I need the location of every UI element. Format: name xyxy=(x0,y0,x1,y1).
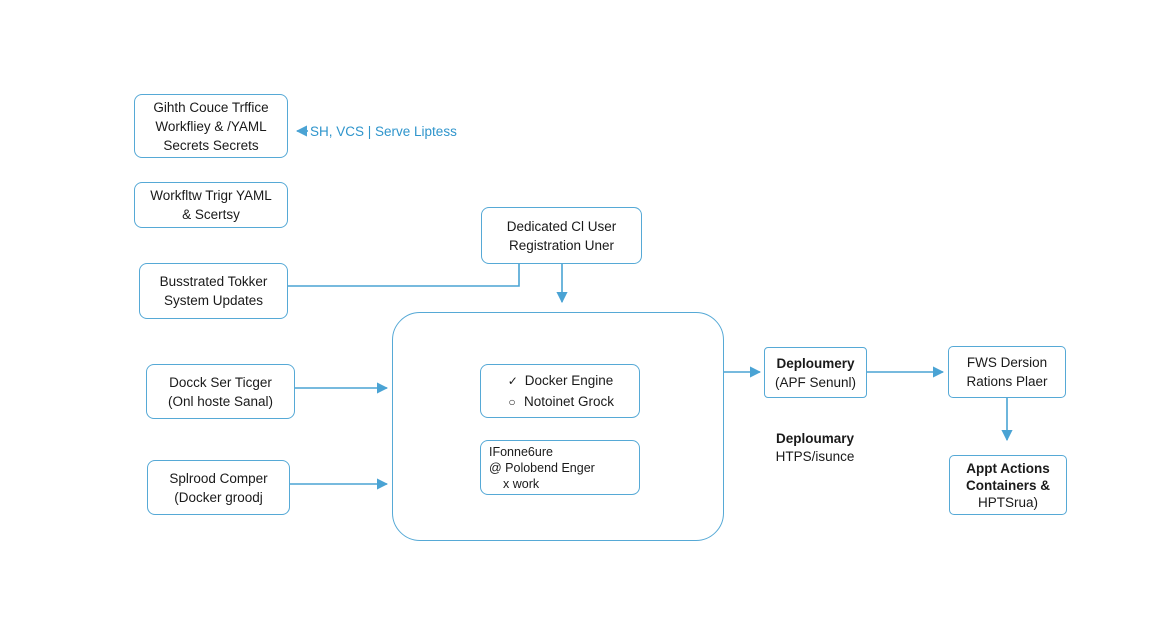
check-circle-icon: ✓ xyxy=(507,373,518,388)
fws-version-line-1: FWS Dersion xyxy=(966,355,1048,370)
docker-engine-text: Docker Engine xyxy=(524,373,614,388)
docker-engine-row: ✓ Docker Engine xyxy=(507,371,614,390)
docker-trigger-line-2: (Onl hoste Sanal) xyxy=(167,393,274,409)
fws-version-line-2: Rations Plaer xyxy=(966,374,1048,389)
frontend-line-2: @ Polobend Enger xyxy=(489,460,595,475)
docker-trigger-box[interactable]: Docck Ser Ticger (Onl hoste Sanal) xyxy=(146,364,295,419)
app-actions-line-1: Appt Actions xyxy=(966,460,1050,476)
splood-composer-box[interactable]: Splrood Comper (Docker groodj xyxy=(147,460,290,515)
app-actions-line-2: Containers & xyxy=(965,477,1050,493)
ci-user-line-2: Registration Uner xyxy=(508,237,615,253)
deployment-server-line-1: Deploumery xyxy=(776,355,855,371)
connector-bustrated-to-ci-user xyxy=(288,263,520,287)
bustrated-toker-line-1: Busstrated Tokker xyxy=(159,274,268,289)
bustrated-toker-line-2: System Updates xyxy=(163,293,264,308)
frontend-card[interactable]: IFonne6ure @ Polobend Enger x work xyxy=(480,440,640,495)
deployment-https-label: Deploumary HTPS/isunce xyxy=(768,430,862,466)
circle-icon: ○ xyxy=(508,394,516,409)
frontend-line-1: IFonne6ure xyxy=(489,444,553,459)
docker-host-container xyxy=(392,312,724,541)
app-actions-box[interactable]: Appt Actions Containers & HPTSrua) xyxy=(949,455,1067,515)
fws-version-box[interactable]: FWS Dersion Rations Plaer xyxy=(948,346,1066,398)
network-text: Notoinet Grock xyxy=(523,394,615,409)
github-source-box[interactable]: Gihth Couce Trffice Workfliey & /YAML Se… xyxy=(134,94,288,158)
frontend-line-3: x work xyxy=(503,476,540,491)
bustrated-toker-box[interactable]: Busstrated Tokker System Updates xyxy=(139,263,288,319)
workflow-trigger-line-1: Workfltw Trigr YAML xyxy=(150,188,272,203)
ci-user-line-1: Dedicated Cl User xyxy=(506,218,617,234)
deployment-https-title: Deploumary xyxy=(775,431,855,446)
workflow-trigger-line-2: & Scertsy xyxy=(182,207,240,222)
docker-trigger-line-1: Docck Ser Ticger xyxy=(169,374,272,390)
github-source-line-3: Secrets Secrets xyxy=(163,137,259,153)
github-source-line-2: Workfliey & /YAML xyxy=(155,118,267,134)
github-source-line-1: Gihth Couce Trffice xyxy=(153,99,269,115)
deployment-server-line-2: (APF Senunl) xyxy=(774,374,857,390)
workflow-trigger-box[interactable]: Workfltw Trigr YAML & Scertsy xyxy=(134,182,288,228)
deployment-server-box[interactable]: Deploumery (APF Senunl) xyxy=(764,347,867,398)
dedicated-ci-user-box[interactable]: Dedicated Cl User Registration Uner xyxy=(481,207,642,264)
app-actions-line-3: HPTSrua) xyxy=(977,494,1038,510)
docker-engine-card[interactable]: ✓ Docker Engine ○ Notoinet Grock xyxy=(480,364,640,418)
splood-composer-line-1: Splrood Comper xyxy=(169,470,268,486)
network-row: ○ Notoinet Grock xyxy=(506,392,614,411)
ssh-vcs-label: SH, VCS | Serve Liptess xyxy=(310,124,457,139)
deployment-https-sub: HTPS/isunce xyxy=(775,449,855,464)
splood-composer-line-2: (Docker groodj xyxy=(174,489,263,505)
